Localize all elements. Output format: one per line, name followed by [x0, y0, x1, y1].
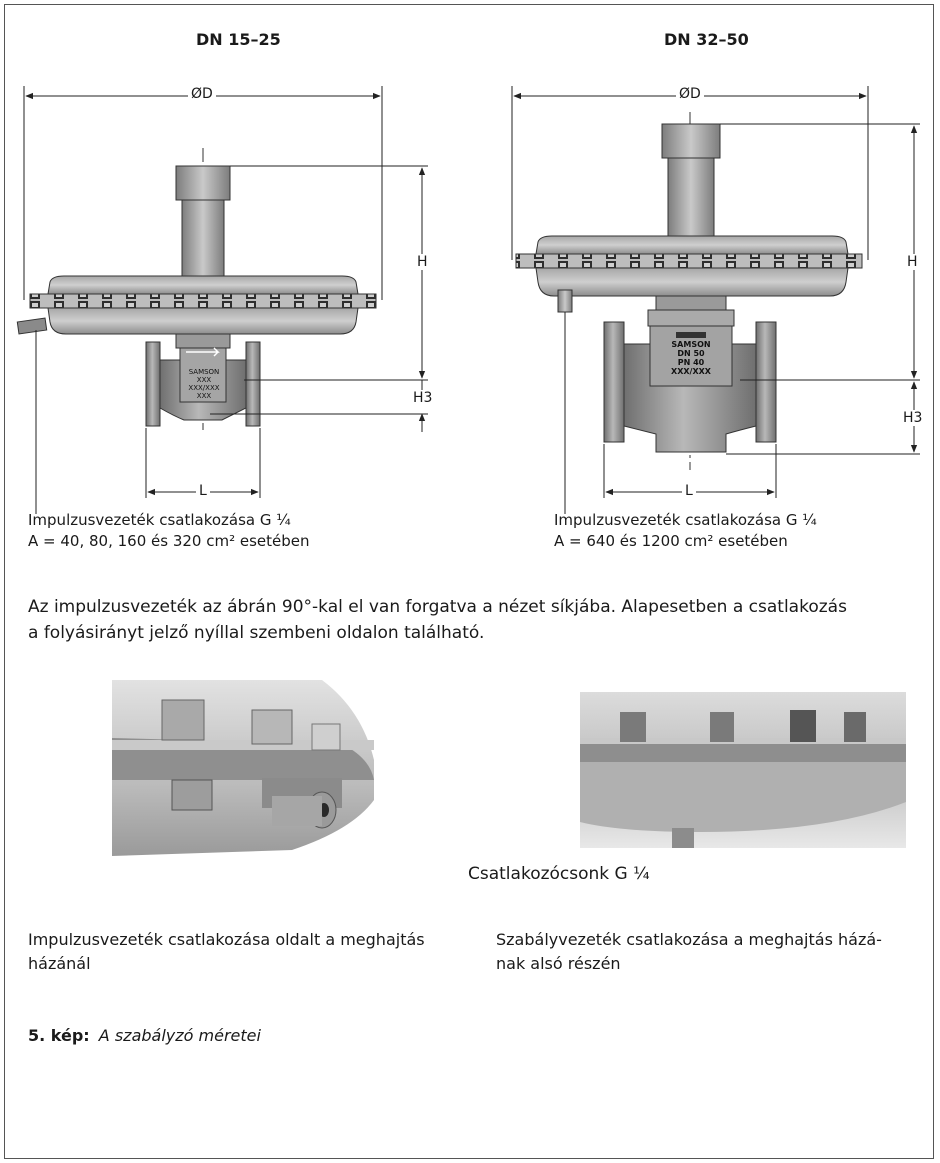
left-dim-h: H	[414, 254, 431, 270]
connector-label: Csatlakozócsonk G ¼	[468, 864, 650, 884]
right-valve-marking: SAMSON DN 50 PN 40 XXX/XXX	[671, 340, 711, 376]
figure-title: A szabályzó méretei	[98, 1026, 261, 1045]
technical-drawings	[16, 86, 920, 514]
right-drawing-title: DN 32–50	[664, 30, 749, 49]
right-connector-photo	[580, 692, 906, 848]
left-regulator-drawing	[16, 86, 428, 514]
left-valve-marking: SAMSON XXX XXX/XXX XXX	[188, 368, 220, 400]
note-paragraph: Az impulzusvezeték az ábrán 90°-kal el v…	[28, 597, 847, 643]
left-drawing-title: DN 15–25	[196, 30, 281, 49]
left-dim-h3: H3	[410, 390, 436, 406]
left-dim-d: ØD	[188, 86, 216, 102]
left-photo-caption: Impulzusvezeték csatlakozása oldalt a me…	[28, 930, 425, 973]
right-dim-h3: H3	[900, 410, 926, 426]
right-photo-caption: Szabályvezeték csatlakozása a meghajtás …	[496, 930, 882, 973]
left-connector-photo	[112, 680, 382, 856]
right-dim-d: ØD	[676, 86, 704, 102]
right-drawing-caption: Impulzusvezeték csatlakozása G ¼ A = 640…	[554, 511, 817, 550]
figure-number: 5. kép:	[28, 1026, 90, 1045]
figure-caption: 5. kép: A szabályzó méretei	[28, 1026, 261, 1045]
right-dim-h: H	[904, 254, 921, 270]
left-dim-l: L	[196, 483, 210, 499]
figure-frame	[4, 4, 934, 1159]
right-regulator-drawing	[511, 86, 920, 514]
right-dim-l: L	[682, 483, 696, 499]
left-drawing-caption: Impulzusvezeték csatlakozása G ¼ A = 40,…	[28, 511, 310, 550]
